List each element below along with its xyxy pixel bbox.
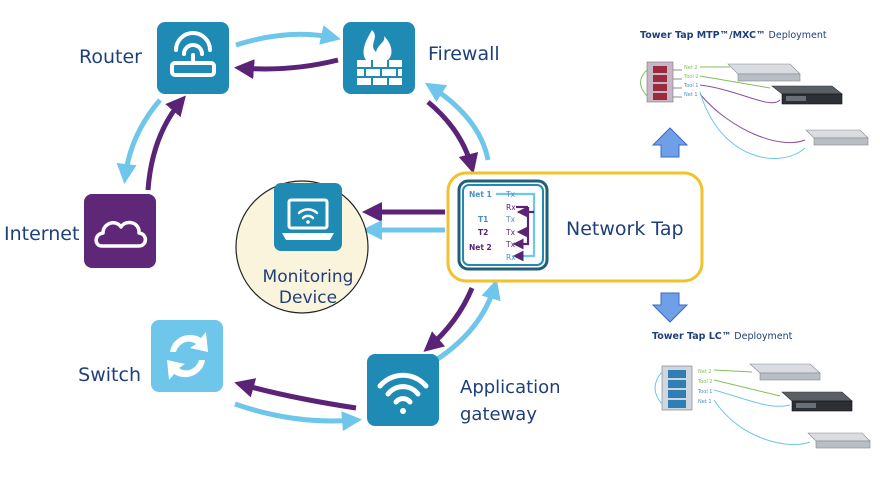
svg-text:Tx: Tx — [505, 228, 516, 237]
svg-text:Tool 1: Tool 1 — [683, 83, 698, 89]
internet-label: Internet — [4, 223, 79, 245]
router-node[interactable]: Router — [79, 22, 229, 94]
arrow-up-icon — [651, 127, 689, 158]
svg-text:Tool 2: Tool 2 — [697, 379, 712, 385]
mtp-deployment: Tower Tap MTP™/MXC™ Deployment Net 2 Too… — [640, 30, 869, 159]
server-icon — [749, 363, 821, 381]
switch-label: Switch — [78, 364, 141, 386]
svg-text:Net 1: Net 1 — [698, 399, 712, 405]
server-icon — [727, 63, 801, 82]
monitor-label-line1: Monitoring — [263, 267, 354, 287]
tap-flow-lines — [496, 192, 536, 262]
svg-text:Net 2: Net 2 — [469, 243, 492, 252]
server-icon — [781, 391, 853, 412]
internet-tile — [84, 194, 156, 268]
lc-tap-unit: Net 2 Tool 2 Tool 1 Net 1 — [654, 365, 712, 411]
svg-text:Net 1: Net 1 — [684, 92, 698, 98]
network-tap-label: Network Tap — [566, 218, 684, 240]
svg-text:Net 2: Net 2 — [698, 369, 712, 375]
network-tap-node[interactable]: Net 1 Tx Rx T1 Tx T2 Tx Net 2 Tx Rx Netw… — [446, 171, 704, 283]
svg-text:Net 2: Net 2 — [684, 65, 698, 71]
svg-text:Tx: Tx — [505, 240, 516, 249]
svg-text:T2: T2 — [478, 228, 488, 237]
svg-text:Tx: Tx — [505, 215, 516, 224]
gateway-label-line1: Application — [460, 377, 561, 398]
svg-text:Net 1: Net 1 — [469, 190, 492, 199]
router-label: Router — [79, 46, 142, 68]
gateway-node[interactable]: Application gateway — [367, 354, 561, 426]
monitoring-device-node[interactable]: Monitoring Device — [235, 180, 369, 314]
lc-cables — [713, 369, 811, 446]
switch-tile — [151, 320, 223, 392]
refresh-icon — [167, 332, 208, 380]
svg-text:Tool 1: Tool 1 — [697, 389, 712, 395]
mtp-title: Tower Tap MTP™/MXC™ Deployment — [640, 30, 827, 41]
svg-text:T1: T1 — [478, 215, 488, 224]
server-icon — [805, 129, 869, 146]
tap-inner-border — [462, 184, 544, 266]
firewall-node[interactable]: Firewall — [343, 22, 500, 94]
firewall-label: Firewall — [428, 43, 500, 65]
lc-title: Tower Tap LC™ Deployment — [652, 331, 793, 342]
server-icon — [771, 85, 843, 105]
gateway-tile — [367, 354, 439, 426]
switch-node[interactable]: Switch — [78, 320, 223, 392]
tap-tile — [457, 179, 549, 271]
svg-text:Tool 2: Tool 2 — [683, 74, 698, 80]
laptop-wifi-icon — [282, 198, 334, 240]
mtp-tap-unit: Net 2 Tool 2 Tool 1 Net 1 — [640, 61, 698, 103]
svg-text:Tx: Tx — [505, 190, 516, 199]
tap-port-labels: Net 1 Tx Rx T1 Tx T2 Tx Net 2 Tx Rx — [469, 190, 516, 262]
svg-text:Rx: Rx — [506, 203, 516, 212]
firewall-icon — [357, 30, 402, 85]
svg-text:Rx: Rx — [506, 253, 516, 262]
monitor-label-line2: Device — [279, 288, 337, 308]
server-icon — [807, 432, 871, 449]
internet-node[interactable]: Internet — [4, 194, 156, 268]
router-icon — [170, 31, 216, 77]
ring-arrows — [116, 25, 501, 432]
cloud-icon — [94, 220, 148, 248]
lc-deployment: Tower Tap LC™ Deployment Net 2 Tool 2 To… — [652, 331, 871, 449]
wifi-icon — [377, 372, 429, 414]
arrow-down-icon — [651, 292, 689, 323]
gateway-label-line2: gateway — [460, 404, 537, 425]
mtp-cables — [699, 66, 806, 159]
